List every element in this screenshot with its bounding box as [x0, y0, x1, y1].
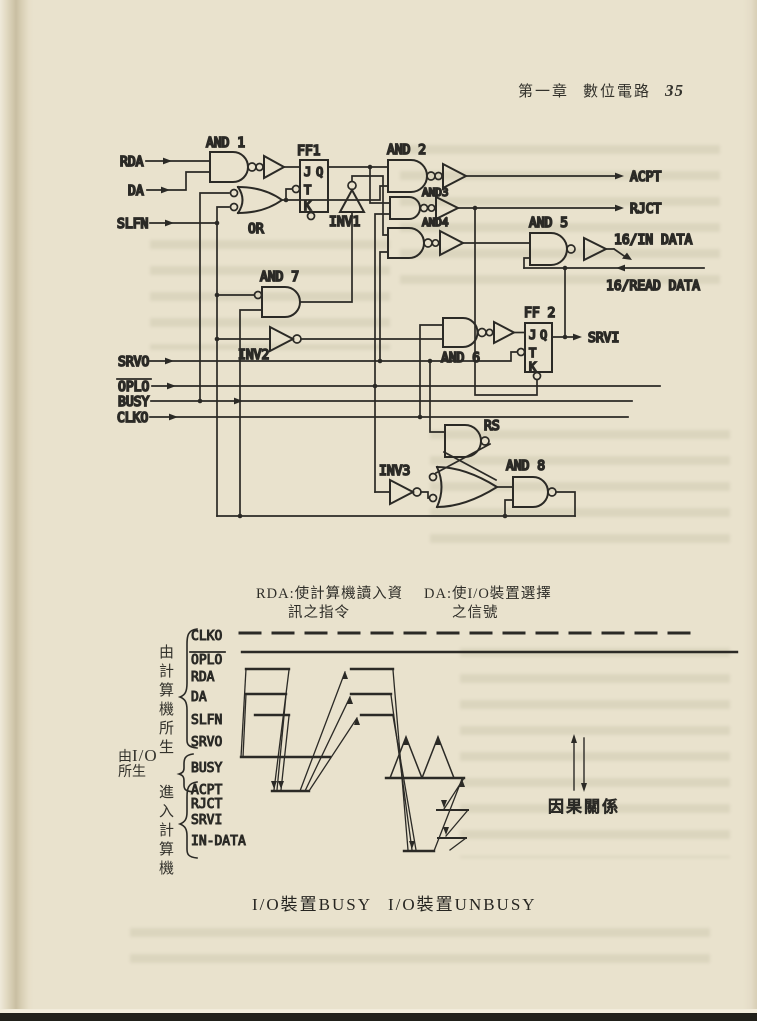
output-label-in-data: 16/IN DATA [614, 233, 692, 248]
and2-gate [387, 159, 469, 193]
rs-label: RS [484, 419, 500, 434]
input-label-busy: BUSY [118, 395, 149, 410]
ff1-pin-t: T [304, 183, 311, 197]
timing-label-in-data: IN-DATA [191, 834, 246, 849]
timing-label-rjct: RJCT [191, 797, 222, 812]
and4-gate [387, 227, 466, 259]
circuit-wires [145, 160, 705, 517]
inv1-label: INV1 [329, 215, 360, 230]
page-header: 第一章 數位電路 35 [518, 80, 698, 101]
and7-label: AND 7 [260, 270, 299, 285]
input-label-oplo: OPLO [118, 380, 149, 395]
input-label-clko: CLKO [117, 411, 148, 426]
and4-label: AND4 [422, 216, 449, 229]
timing-diagram: CLKO OPLO RDA DA SLFN SRVO BUSY ACPT RJC… [176, 628, 739, 859]
caption-io-busy: I/O裝置BUSY [252, 895, 373, 914]
ff2-label: FF 2 [524, 306, 555, 321]
output-label-read-data: 16/READ DATA [606, 279, 700, 294]
timing-label-slfn: SLFN [191, 713, 222, 728]
book-title: 數位電路 [583, 84, 652, 100]
and6-gate [442, 317, 526, 348]
and6-label: AND 6 [441, 351, 480, 366]
input-label-srvo: SRVO [118, 355, 149, 370]
note-rda-line2: 訊之指令 [288, 605, 350, 621]
scan-bottom-strip [0, 1013, 757, 1021]
input-arrowheads [161, 157, 632, 421]
inv1-gate [338, 180, 366, 213]
or-gate [229, 185, 284, 215]
timing-label-srvo: SRVO [191, 735, 222, 750]
inv2-gate [269, 325, 302, 353]
group-label-by-io-word1: 由 [118, 750, 132, 765]
note-da: DA:使I/O裝置選擇 之信號 [424, 585, 552, 623]
ff2-pin-q: Q [540, 328, 547, 342]
waveforms [238, 631, 739, 853]
and2-label: AND 2 [387, 143, 426, 158]
ff2-pin-t: T [529, 346, 536, 360]
input-label-slfn: SLFN [117, 217, 148, 232]
chapter-label: 第一章 [518, 84, 570, 100]
and5-label: AND 5 [529, 216, 568, 231]
timing-label-srvi: SRVI [191, 813, 222, 828]
note-rda: RDA:使計算機讀入資 訊之指令 [256, 585, 403, 623]
group-label-into-computer: 進入計算機 [157, 784, 173, 879]
ff2-flipflop [516, 322, 553, 381]
and3-label: AND3 [422, 186, 449, 199]
and8-label: AND 8 [506, 459, 545, 474]
ff1-flipflop [291, 159, 329, 221]
inv3-label: INV3 [379, 464, 410, 479]
timing-label-oplo: OPLO [191, 653, 222, 668]
or-label: OR [248, 222, 264, 237]
page-gutter-shadow [0, 0, 34, 1021]
rs-latch [428, 424, 499, 509]
ff1-label: FF1 [297, 144, 320, 159]
signal-group-braces [176, 628, 198, 859]
cause-effect-lines [240, 668, 469, 852]
and3-gate [389, 195, 461, 221]
ff2-pin-k: K [529, 360, 537, 374]
ff1-pin-j: J [304, 165, 311, 179]
page-bottom-edge-highlight [0, 1009, 757, 1013]
timing-label-acpt: ACPT [191, 783, 222, 798]
and7-gate [253, 286, 301, 318]
page-right-edge [743, 0, 757, 1021]
input-label-rda: RDA [120, 155, 144, 170]
wire-junctions [197, 164, 568, 519]
input-label-da: DA [128, 184, 144, 199]
group-label-by-io: 由I/O 所生 [118, 746, 158, 780]
legend-label: 因果關係 [548, 798, 620, 816]
note-da-line1: DA:使I/O裝置選擇 [424, 586, 552, 602]
timing-label-clko: CLKO [191, 629, 222, 644]
group-label-by-computer: 由計算機所生 [157, 644, 173, 758]
legend-arrows [573, 736, 585, 791]
and1-gate [209, 151, 287, 183]
and5-gate [529, 232, 609, 266]
group-label-by-io-word2: I/O [132, 746, 158, 765]
timing-label-busy: BUSY [191, 761, 222, 776]
bleedthrough-texture [130, 928, 710, 968]
cause-effect-arrowheads [271, 671, 465, 849]
and8-gate [512, 476, 557, 508]
timing-label-da: DA [191, 690, 207, 705]
timing-label-rda: RDA [191, 670, 215, 685]
inv2-label: INV2 [238, 348, 269, 363]
note-rda-line1: RDA:使計算機讀入資 [256, 586, 404, 602]
page-number: 35 [665, 81, 685, 100]
output-label-rjct: RJCT [630, 202, 661, 217]
legend-arrowheads [571, 734, 587, 792]
note-da-line2: 之信號 [452, 605, 499, 621]
group-label-by-io-word3: 所生 [118, 765, 146, 780]
logic-circuit-diagram: AND 1 FF1 J Q T K INV1 OR A [116, 135, 705, 519]
inv3-gate [389, 478, 422, 506]
ff1-pin-q: Q [316, 165, 323, 179]
output-label-srvi: SRVI [588, 331, 619, 346]
output-label-acpt: ACPT [630, 170, 661, 185]
ff2-pin-j: J [529, 328, 536, 342]
and1-label: AND 1 [206, 136, 245, 151]
caption-io-unbusy: I/O裝置UNBUSY [388, 895, 537, 914]
ff1-pin-k: K [304, 199, 312, 213]
